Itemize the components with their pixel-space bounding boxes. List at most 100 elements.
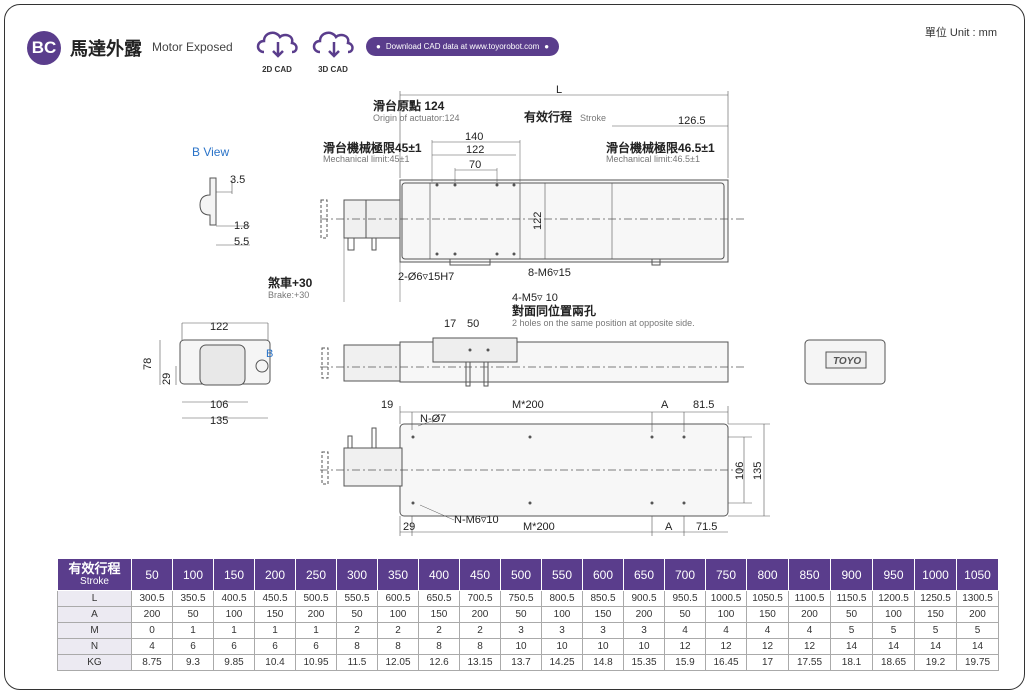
table-cell: 1050.5 [746, 590, 789, 607]
mech-limit-46: 滑台機械極限46.5±1 [606, 140, 715, 155]
dim-m200-top: M*200 [512, 399, 544, 411]
table-cell: 150 [914, 606, 957, 623]
page-subtitle: Motor Exposed [152, 40, 233, 54]
stroke-header-en: Stroke [80, 576, 109, 587]
table-cell: 17 [746, 654, 789, 671]
download-text: Download CAD data at www.toyorobot.com [385, 42, 540, 51]
table-cell: 150 [254, 606, 296, 623]
table-cell: 8.75 [131, 654, 173, 671]
table-cell: 16.45 [705, 654, 747, 671]
row-label: A [57, 606, 132, 623]
dim-71-5: 71.5 [696, 521, 717, 533]
table-cell: 150 [582, 606, 624, 623]
dim-106-end: 106 [210, 399, 228, 411]
table-cell: 5 [914, 622, 957, 639]
table-cell: 1150.5 [830, 590, 873, 607]
bullet-icon: ● [376, 42, 381, 51]
table-cell: 700.5 [459, 590, 501, 607]
table-cell: 14 [956, 638, 999, 655]
table-cell: 100 [213, 606, 255, 623]
dim-106: 106 [734, 462, 746, 480]
dim-17: 17 [444, 318, 456, 330]
table-cell: 10 [623, 638, 665, 655]
dim-122-vertical: 122 [532, 212, 544, 230]
unit-label: 單位 Unit : mm [924, 27, 997, 39]
stroke-column-header: 950 [872, 558, 915, 591]
dim-81-5: 81.5 [693, 399, 714, 411]
table-cell: 8 [418, 638, 460, 655]
table-cell: 12 [788, 638, 831, 655]
n-hole-label: N-Ø7 [420, 413, 446, 425]
table-cell: 2 [459, 622, 501, 639]
table-cell: 50 [500, 606, 542, 623]
stroke-label: 有效行程 [524, 109, 572, 124]
hole-8-label: 8-M6▿15 [528, 267, 571, 279]
origin-label-en: Origin of actuator:124 [373, 113, 460, 123]
stroke-header: 有效行程 Stroke [57, 558, 132, 591]
table-cell: 12 [705, 638, 747, 655]
stroke-column-header: 300 [336, 558, 378, 591]
table-cell: 200 [623, 606, 665, 623]
table-cell: 650.5 [418, 590, 460, 607]
mech-limit-46-en: Mechanical limit:46.5±1 [606, 154, 700, 164]
table-cell: 11.5 [336, 654, 378, 671]
stroke-column-header: 1000 [914, 558, 957, 591]
cad-2d-button[interactable]: 2D CAD [252, 22, 302, 74]
table-cell: 12 [746, 638, 789, 655]
table-cell: 4 [131, 638, 173, 655]
dim-m200-bottom: M*200 [523, 521, 555, 533]
table-cell: 200 [459, 606, 501, 623]
table-cell: 450.5 [254, 590, 296, 607]
page-frame [4, 4, 1025, 690]
dim-126-5: 126.5 [678, 115, 706, 127]
dim-1-8: 1.8 [234, 220, 249, 232]
table-cell: 10.95 [295, 654, 337, 671]
table-cell: 1 [172, 622, 214, 639]
table-cell: 800.5 [541, 590, 583, 607]
table-cell: 14.25 [541, 654, 583, 671]
cloud-download-icon [312, 31, 354, 58]
table-cell: 100 [377, 606, 419, 623]
table-cell: 850.5 [582, 590, 624, 607]
table-cell: 18.1 [830, 654, 873, 671]
download-link[interactable]: ● Download CAD data at www.toyorobot.com… [366, 37, 560, 56]
dim-122: 122 [466, 144, 484, 156]
dim-L: L [556, 84, 562, 96]
table-cell: 12.6 [418, 654, 460, 671]
table-cell: 1000.5 [705, 590, 747, 607]
table-cell: 2 [336, 622, 378, 639]
stroke-column-header: 750 [705, 558, 747, 591]
table-cell: 100 [872, 606, 915, 623]
row-label: L [57, 590, 132, 607]
table-cell: 5 [872, 622, 915, 639]
table-cell: 2 [377, 622, 419, 639]
stroke-column-header: 550 [541, 558, 583, 591]
stroke-column-header: 450 [459, 558, 501, 591]
table-cell: 600.5 [377, 590, 419, 607]
dim-29-end: 29 [161, 373, 173, 385]
table-cell: 19.2 [914, 654, 957, 671]
dim-50: 50 [467, 318, 479, 330]
table-cell: 4 [664, 622, 706, 639]
mech-limit-45: 滑台機械極限45±1 [323, 140, 422, 155]
row-label: KG [57, 654, 132, 671]
cad-3d-button[interactable]: 3D CAD [308, 22, 358, 74]
table-cell: 750.5 [500, 590, 542, 607]
stroke-column-header: 50 [131, 558, 173, 591]
nm6-label: N-M6▿10 [454, 514, 499, 526]
table-cell: 10 [582, 638, 624, 655]
table-cell: 15.35 [623, 654, 665, 671]
table-cell: 550.5 [336, 590, 378, 607]
hole-4-note-en: 2 holes on the same position at opposite… [512, 318, 695, 328]
table-cell: 14 [830, 638, 873, 655]
dim-a-top: A [661, 399, 669, 411]
dim-19: 19 [381, 399, 393, 411]
brake-label-en: Brake:+30 [268, 290, 309, 300]
table-cell: 5 [830, 622, 873, 639]
table-cell: 50 [830, 606, 873, 623]
table-cell: 2 [418, 622, 460, 639]
